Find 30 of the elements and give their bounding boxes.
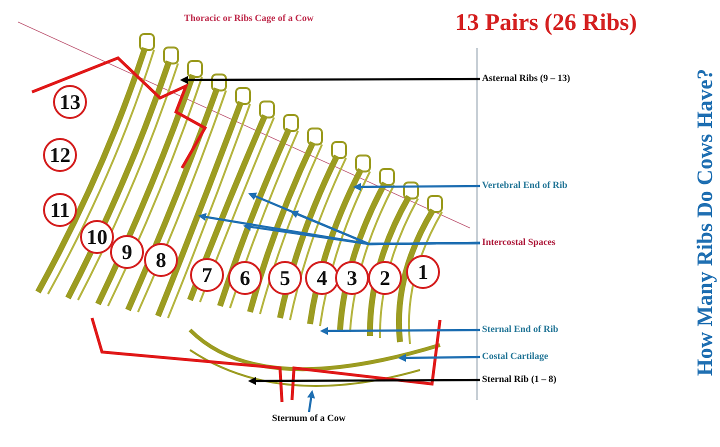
callout-label: Intercostal Spaces — [482, 238, 556, 248]
callout-label: Sternal End of Rib — [482, 325, 558, 335]
callout-label: Sternal Rib (1 – 8) — [482, 375, 556, 385]
rib-number: 4 — [305, 261, 339, 295]
rib-number: 8 — [144, 243, 178, 277]
leader-line — [248, 376, 480, 385]
leader-line — [353, 182, 480, 191]
rib-number: 2 — [368, 261, 402, 295]
rib-number: 1 — [406, 255, 440, 289]
leader-line — [320, 326, 480, 335]
callout-label: Vertebral End of Rib — [482, 181, 568, 191]
rib-number: 13 — [53, 85, 87, 119]
leader-line — [307, 390, 316, 412]
rib-number: 5 — [268, 261, 302, 295]
leader-line — [180, 76, 480, 84]
title: How Many Ribs Do Cows Have? — [692, 68, 718, 378]
rib-number: 12 — [43, 138, 77, 172]
leader-line — [290, 210, 480, 246]
rib-number: 6 — [228, 261, 262, 295]
leader-line — [398, 354, 480, 362]
rib-number: 3 — [335, 261, 369, 295]
rib-number: 10 — [80, 220, 114, 254]
callout-label: Costal Cartilage — [482, 352, 548, 362]
callout-label: Sternum of a Cow — [272, 414, 346, 424]
rib-number: 7 — [190, 258, 224, 292]
heading: 13 Pairs (26 Ribs) — [455, 10, 637, 37]
callout-label: Asternal Ribs (9 – 13) — [482, 74, 570, 84]
rib-number: 9 — [110, 235, 144, 269]
caption-text: Thoracic or Ribs Cage of a Cow — [184, 14, 314, 24]
rib-number: 11 — [43, 193, 77, 227]
